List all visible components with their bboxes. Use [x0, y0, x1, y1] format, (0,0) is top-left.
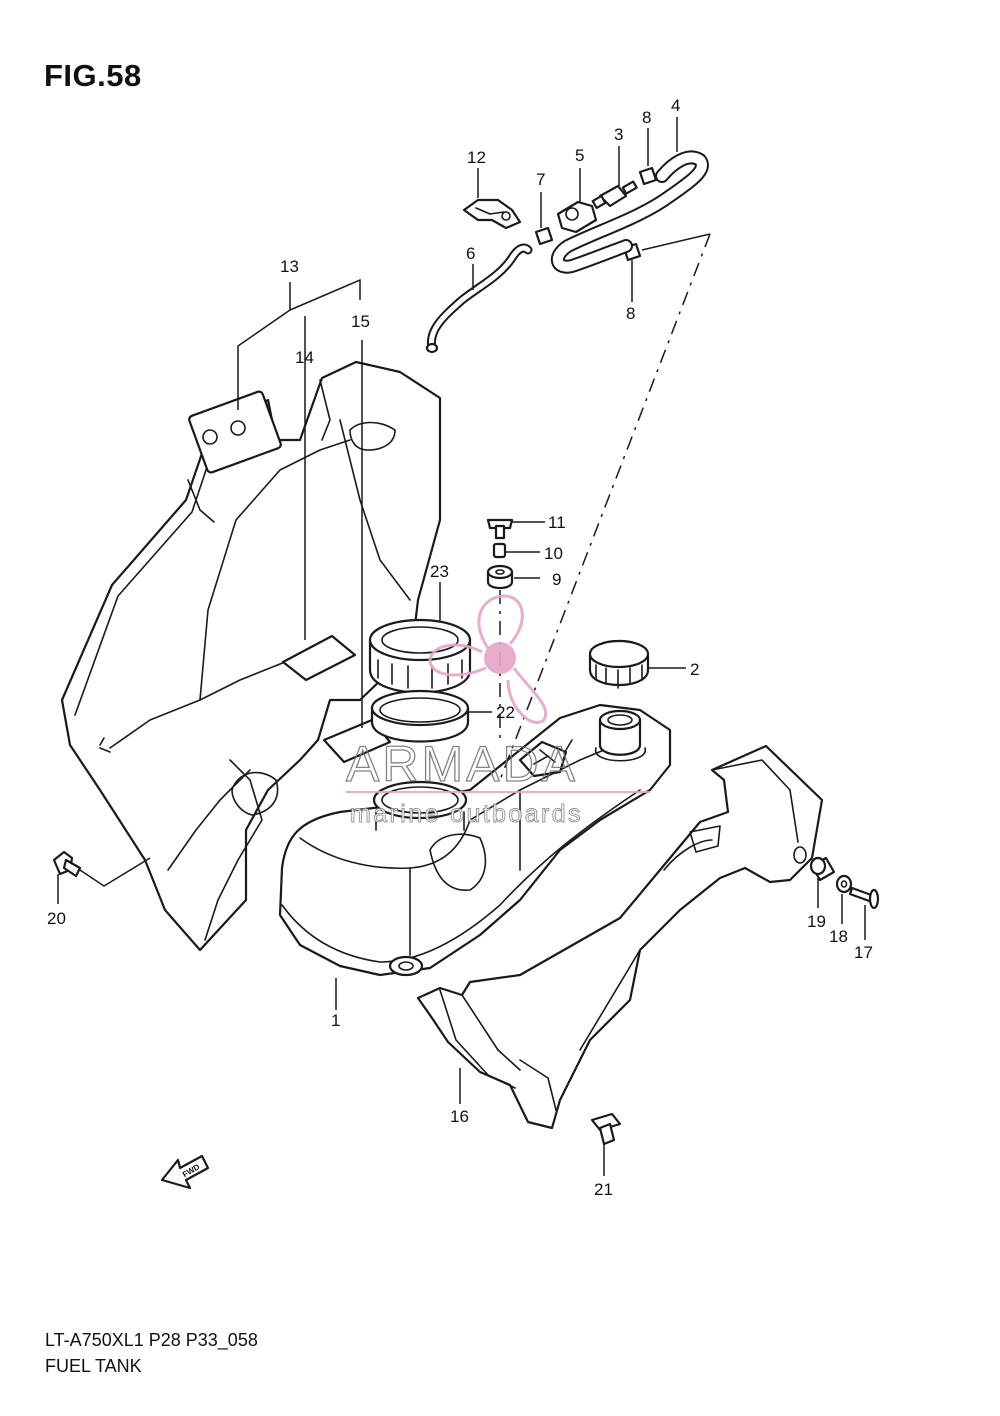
callout-20: 20: [47, 909, 66, 928]
callout-13: 13: [280, 257, 299, 276]
callout-19: 19: [807, 912, 826, 931]
mount-hardware: [486, 518, 514, 590]
washer-18: [835, 874, 853, 894]
watermark-logo: [428, 594, 548, 724]
armada-watermark: ARMADA marine outboards: [345, 594, 650, 828]
callout-15: 15: [351, 312, 370, 331]
callout-18: 18: [829, 927, 848, 946]
clip-21: [590, 1112, 622, 1146]
bolt-17: [848, 886, 880, 910]
callout-8-upper: 8: [642, 108, 651, 127]
callout-9: 9: [552, 570, 561, 589]
callout-21: 21: [594, 1180, 613, 1199]
callout-12: 12: [467, 148, 486, 167]
collar-19: [809, 856, 836, 882]
diagram-code: LT-A750XL1 P28 P33_058: [45, 1330, 258, 1350]
callout-22: 22: [496, 703, 515, 722]
callout-5: 5: [575, 146, 584, 165]
callout-8-lower: 8: [626, 304, 635, 323]
callout-2: 2: [690, 660, 699, 679]
watermark-brand: ARMADA: [346, 736, 578, 792]
watermark-tagline: marine outboards: [350, 800, 583, 828]
breather-hose: [425, 243, 533, 354]
callout-16: 16: [450, 1107, 469, 1126]
callout-17: 17: [854, 943, 873, 962]
fuel-cap: [588, 639, 650, 689]
figure-title: FIG.58: [44, 58, 142, 93]
callout-14: 14: [295, 348, 314, 367]
callout-labels: 1 2 3 4 5 6 7 8 8 9 10 11 12 13 14 15 16…: [47, 96, 873, 1199]
pump-gasket: [370, 689, 470, 743]
hose-clamp-8-upper: [638, 166, 658, 186]
callout-23: 23: [430, 562, 449, 581]
right-side-cover: [416, 744, 824, 1130]
bolt-20: [52, 850, 82, 878]
callout-7: 7: [536, 170, 545, 189]
callout-1: 1: [331, 1011, 340, 1030]
callout-3: 3: [614, 125, 623, 144]
diagram-name: FUEL TANK: [45, 1356, 142, 1376]
hose-clamp-7: [534, 226, 554, 246]
pump-retaining-ring: [368, 618, 472, 694]
rollover-valve: [591, 180, 638, 210]
vent-hose: [551, 150, 709, 274]
callout-10: 10: [544, 544, 563, 563]
check-valve-housing: [556, 200, 598, 234]
callout-6: 6: [466, 244, 475, 263]
forward-direction-arrow: FWD: [160, 1154, 210, 1190]
callout-11: 11: [548, 513, 566, 532]
callout-4: 4: [671, 96, 680, 115]
hose-bracket: [462, 198, 522, 230]
